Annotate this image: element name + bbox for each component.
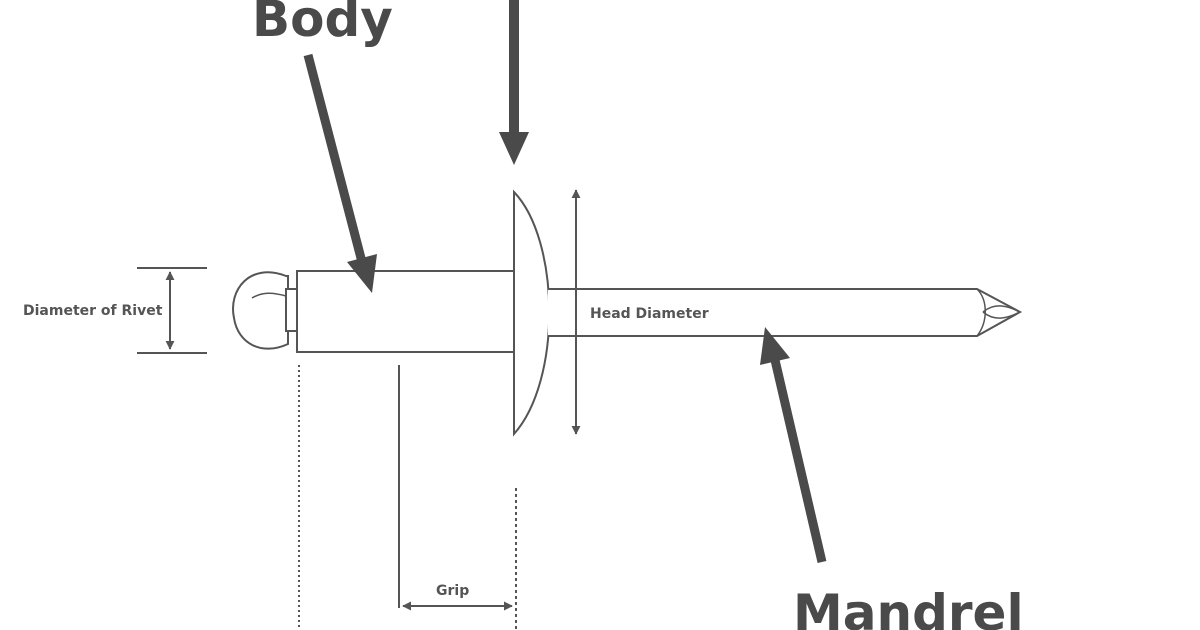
mandrel-tip-detail [976,288,1022,337]
head-arrow-head [499,132,529,165]
head-diameter-label: Head Diameter [590,306,709,322]
rivet-head-flange [513,189,551,437]
grip-dimension [298,365,517,630]
mandrel-label: Mandrel [793,584,1024,630]
mandrel-neck [285,288,298,332]
body-arrow-head [347,254,377,293]
callout-arrows [303,0,827,564]
mandrel-ball-end [232,271,289,350]
rivet-drawing [232,189,1023,437]
diameter-of-rivet-label: Diameter of Rivet [23,303,163,319]
body-arrow-shaft [303,53,367,264]
mandrel-arrow-head [760,327,790,365]
rivet-diameter-dimension [137,267,207,354]
rivet-body-shank [296,270,515,353]
mandrel-arrow-shaft [770,358,827,564]
body-label: Body [252,0,393,48]
grip-label: Grip [436,583,469,599]
mandrel-ball-inner [251,292,287,299]
